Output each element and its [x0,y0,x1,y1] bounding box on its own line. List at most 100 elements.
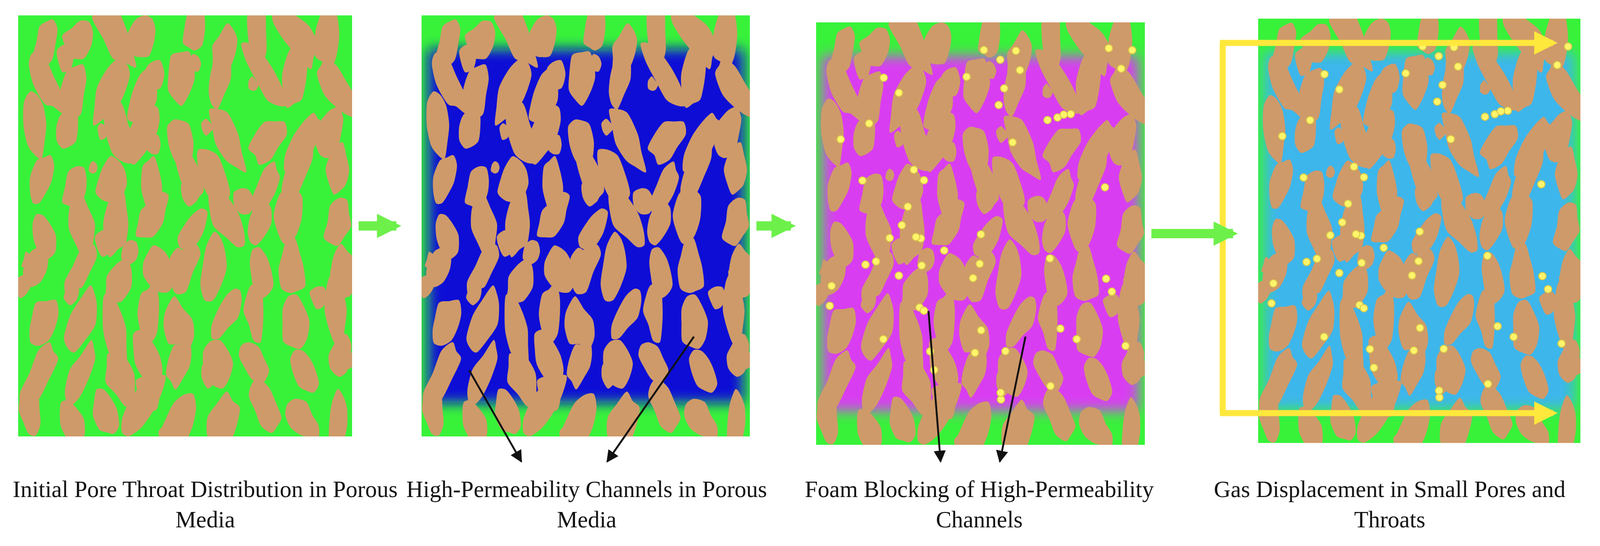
rock-grain [462,400,488,437]
rock-grain [211,288,243,340]
rock-grain [135,191,169,238]
foam-bubble [1481,112,1489,121]
rock-grain [523,104,561,166]
foam-bubble [872,257,880,266]
rock-grain [1083,357,1113,402]
rock-grain [1001,399,1035,445]
foam-bubble [1102,275,1110,283]
rock-grain [206,391,241,437]
rock-grain [166,342,192,390]
rock-grain [422,385,444,437]
rock-grain [158,426,170,437]
rock-grain [1380,63,1400,94]
rock-grain [984,61,997,79]
foam-bubble [1299,173,1308,182]
rock-grain [721,197,749,247]
rock-grain [21,251,34,269]
foam-bubble [1410,346,1418,355]
rock-grain [684,398,718,437]
rock-grain [1472,45,1519,111]
rock-grain [248,76,259,91]
rock-grain [1558,273,1570,290]
rock-grain [158,393,196,437]
porous-panel: Gas Displacement in Small Pores and Thro… [1258,18,1581,444]
rock-grain [1513,299,1540,355]
rock-grain [466,280,482,305]
rock-grain [1268,304,1298,352]
foam-bubble [1278,132,1287,140]
rock-grain [121,240,139,265]
foam-bubble [1302,258,1311,266]
rock-grain [1443,294,1475,346]
rock-grain [1434,123,1448,140]
rock-grain [566,342,592,390]
rock-grain [177,208,208,250]
foam-bubble [1360,173,1368,181]
rock-grain [1116,205,1145,254]
foam-bubble [980,46,988,54]
rock-grain [559,426,571,437]
rock-grain [426,91,450,160]
rock-grain [1371,382,1391,409]
foam-bubble [1553,61,1561,70]
rock-grain [432,299,462,347]
rock-grain [328,388,348,437]
rock-grain [996,367,1016,397]
rock-grain [672,187,702,244]
rock-grain [1433,236,1460,308]
rock-grain [23,91,47,160]
rock-grain [1550,123,1567,153]
rock-grain [885,168,895,181]
rock-grain [819,259,832,277]
foam-bubble [1043,116,1052,124]
rock-grain [640,42,686,107]
foam-bubble [1557,339,1566,348]
bracket-line [1219,42,1226,414]
rock-grain [564,296,595,349]
foam-bubble [1269,279,1278,288]
rock-grain [923,22,952,65]
rock-grain [1122,397,1141,445]
foam-bubble [912,233,920,241]
foam-bubble [1117,64,1125,73]
rock-grain [1262,95,1286,164]
rock-grain [424,251,437,269]
foam-bubble [1073,335,1081,343]
foam-bubble [976,230,985,239]
rock-grain [97,123,108,140]
foam-bubble [997,395,1005,404]
foam-bubble [1440,345,1448,353]
rock-grain [1114,126,1131,156]
porous-panel: Foam Blocking of High-Permeability Chann… [816,22,1145,445]
rock-grain [1479,124,1518,170]
rock-grain [600,231,627,302]
rock-grain [606,391,640,437]
rock-grain [238,342,270,385]
foam-bubble [1438,81,1447,89]
rock-grain [1416,18,1439,55]
foam-bubble [1401,69,1410,77]
foam-bubble [1313,255,1321,263]
leader-arrow [928,311,941,462]
rock-grain [145,60,165,91]
foam-bubble [1008,138,1017,146]
rock-grain [1509,242,1536,299]
rock-grain [144,129,156,151]
rock-grain [180,176,200,207]
rock-grain [865,427,879,445]
rock-grain [180,79,188,95]
rock-grain [1038,291,1058,352]
rock-grain [1072,245,1100,302]
foam-bubble [1352,230,1360,238]
rock-grain [1465,193,1487,220]
porous-panel: Initial Pore Throat Distribution in Poro… [18,15,353,437]
rock-grain [122,104,160,166]
rock-grain [1558,394,1577,444]
rock-grain [1364,18,1392,61]
rock-grain [309,286,328,310]
rock-grain [545,129,557,151]
rock-grain [496,229,515,257]
rock-grain [940,137,951,159]
rock-grain [1393,433,1405,444]
